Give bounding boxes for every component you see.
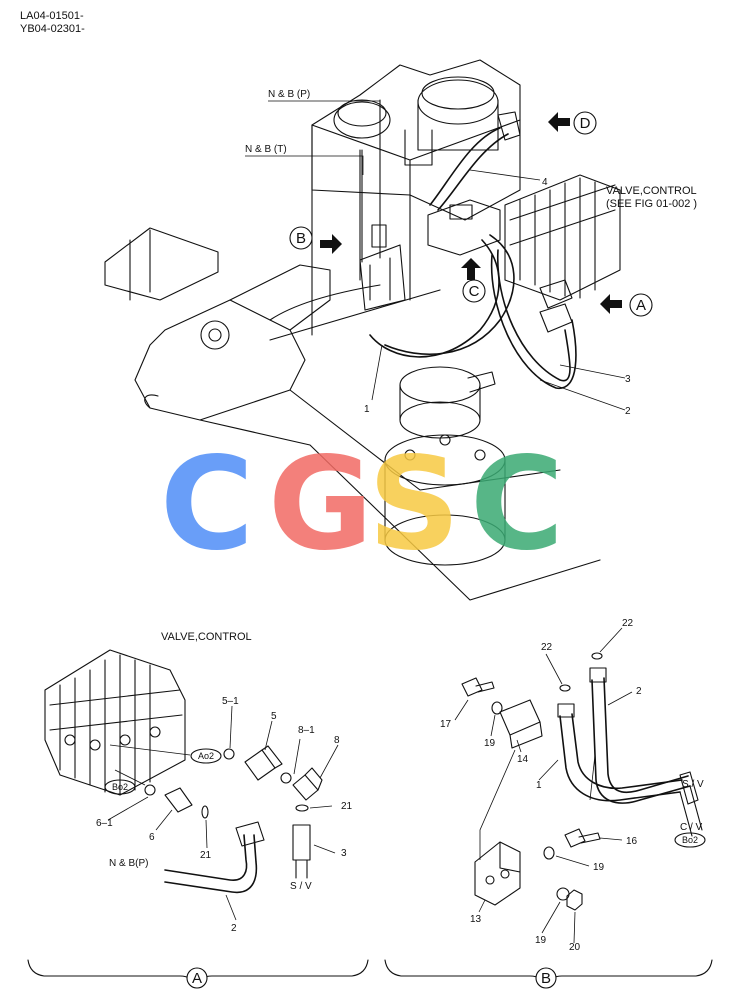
see-fig-label: (SEE FIG 01-002 ): [606, 198, 697, 210]
view-a-drawing: [44, 649, 339, 921]
watermark-letter-1: C: [160, 430, 254, 579]
part-5-1-label: 5–1: [222, 696, 239, 707]
part-22-label-left: 22: [541, 642, 553, 653]
watermark-letter-3: S: [368, 430, 460, 579]
bo2-label-b: Bo2: [682, 835, 698, 845]
part-22-label-right: 22: [622, 618, 634, 629]
part-14-label: 14: [517, 754, 529, 765]
valve-control-label-a: VALVE,CONTROL: [161, 631, 252, 643]
callout-a: A: [629, 293, 653, 317]
sv-label-b: S / V: [682, 779, 704, 790]
watermark: C G S C: [160, 430, 564, 579]
nb-p-label-a: N & B(P): [109, 858, 148, 869]
section-a-letter: A: [192, 970, 202, 987]
callout-c-letter: C: [469, 283, 480, 300]
section-brace-a: A: [27, 959, 369, 989]
view-b-drawing: [454, 627, 706, 944]
part-19-label-lower: 19: [535, 935, 547, 946]
callout-a-letter: A: [636, 297, 646, 314]
callout-c: C: [462, 279, 486, 303]
part-20-label: 20: [569, 942, 581, 953]
part-2-label-a: 2: [231, 923, 237, 934]
nb-p-label: N & B (P): [268, 89, 310, 100]
part-3-label-a: 3: [341, 848, 347, 859]
callout-d: D: [573, 111, 597, 135]
header-code-2: YB04-02301-: [20, 23, 85, 35]
header-code-1: LA04-01501-: [20, 10, 84, 22]
sv-label-a: S / V: [290, 881, 312, 892]
part-3-label-top: 3: [625, 374, 631, 385]
cv-label: C / V: [680, 822, 703, 833]
watermark-letter-4: C: [470, 430, 564, 579]
part-21-label-right: 21: [341, 801, 353, 812]
valve-control-label-top: VALVE,CONTROL: [606, 185, 697, 197]
section-brace-b: B: [384, 959, 713, 989]
callout-d-letter: D: [580, 115, 591, 132]
nb-t-label: N & B (T): [245, 144, 287, 155]
part-2-label-top: 2: [625, 406, 631, 417]
bo2-label-a: Bo2: [112, 782, 128, 792]
watermark-letter-2: G: [268, 430, 373, 579]
callout-b-letter: B: [296, 230, 306, 247]
ao2-label: Ao2: [198, 751, 214, 761]
part-1-label-b: 1: [536, 780, 542, 791]
part-8-label: 8: [334, 735, 340, 746]
part-2-label-b: 2: [636, 686, 642, 697]
part-8-1-label: 8–1: [298, 725, 315, 736]
part-19-label-mid: 19: [593, 862, 605, 873]
part-21-label-left: 21: [200, 850, 212, 861]
section-b-letter: B: [541, 970, 551, 987]
part-16-label: 16: [626, 836, 638, 847]
part-19-label-upper: 19: [484, 738, 496, 749]
part-1-label-top: 1: [364, 404, 370, 415]
part-17-label: 17: [440, 719, 452, 730]
part-6-1-label: 6–1: [96, 818, 113, 829]
part-5-label: 5: [271, 711, 277, 722]
callout-b: B: [289, 226, 313, 250]
part-6-label: 6: [149, 832, 155, 843]
main-assembly-drawing: [104, 59, 626, 601]
part-13-label: 13: [470, 914, 482, 925]
part-4-label: 4: [542, 177, 548, 188]
